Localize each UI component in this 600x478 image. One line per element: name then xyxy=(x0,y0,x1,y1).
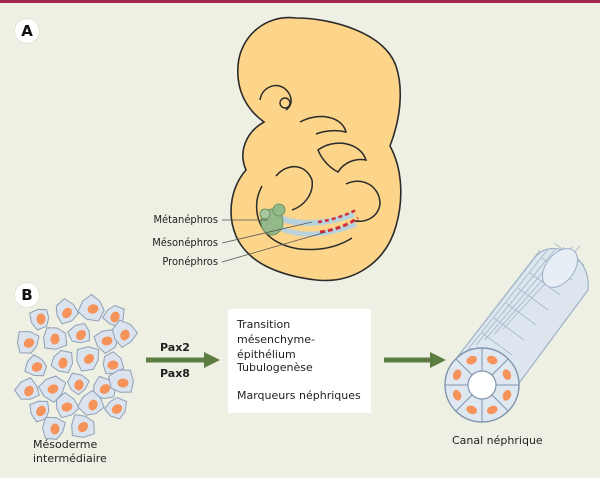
heart-bulge xyxy=(317,142,368,173)
cell-nucleus xyxy=(58,357,68,369)
cell-nucleus xyxy=(62,307,72,319)
cell-nucleus xyxy=(78,421,88,433)
pax-arrow xyxy=(146,352,220,368)
step-tubulogenesis: Tubulogenèse xyxy=(237,361,313,374)
leader-mesonephros xyxy=(221,221,313,244)
tube-cross-section-cells xyxy=(445,348,519,422)
tissue-caption-line2: intermédiaire xyxy=(33,452,107,465)
metanephros-bud-2 xyxy=(259,208,271,220)
cell-nucleus xyxy=(88,399,98,411)
cell-nucleus xyxy=(110,311,120,323)
cell-nucleus xyxy=(87,304,99,314)
cell-nucleus xyxy=(74,379,84,391)
cell-nucleus xyxy=(24,385,34,397)
tube-longitudinal-line xyxy=(466,248,549,351)
tube-longitudinal-line xyxy=(475,247,557,346)
cross-section-cell-border xyxy=(491,394,509,412)
mesonephros-red-dashes xyxy=(317,208,357,224)
cell-nucleus xyxy=(107,360,119,370)
cell-nucleus xyxy=(36,313,46,325)
nephric-tube xyxy=(444,242,589,423)
tube-ring-line xyxy=(505,302,537,326)
tissue-caption-line1: Mésoderme xyxy=(33,438,98,451)
cell-nucleus xyxy=(99,384,111,394)
embryo-eye xyxy=(279,97,291,109)
step-nephric-markers: Marqueurs néphriques xyxy=(237,389,361,402)
cross-section-cell-border xyxy=(491,358,509,376)
cross-section-nucleus xyxy=(452,369,462,381)
cross-section-nucleus xyxy=(466,405,477,415)
panel-a-badge: A xyxy=(15,19,39,43)
tubulogenesis-arrow-head xyxy=(430,352,446,368)
cell-nucleus xyxy=(101,336,113,346)
cell-nucleus xyxy=(76,329,86,341)
cross-section-nucleus xyxy=(502,369,512,380)
tail-curve xyxy=(255,185,353,251)
cell-nucleus xyxy=(120,329,130,341)
tube-ring-line xyxy=(517,287,549,311)
leader-pronephros xyxy=(221,231,327,263)
step-transition-line2: mésenchyme-épithélium xyxy=(237,333,315,361)
embryo-body xyxy=(230,16,402,282)
cell-nucleus xyxy=(36,405,46,417)
cell-nucleus xyxy=(31,362,43,372)
tube-ring-line xyxy=(481,332,513,356)
cross-section-nucleus xyxy=(466,355,477,365)
cross-section-cell-border xyxy=(455,358,473,376)
cell-nucleus xyxy=(50,423,60,435)
cross-section-cell-border xyxy=(455,394,473,412)
cell-nucleus xyxy=(83,354,95,364)
cell-nucleus xyxy=(117,378,129,388)
cross-section-nucleus xyxy=(486,405,498,415)
tube-lumen xyxy=(467,370,497,400)
pronephros-red-dashes xyxy=(319,216,359,234)
cross-section-nucleus xyxy=(486,355,498,365)
tube-longitudinal-line xyxy=(457,249,541,357)
tube-ring-line xyxy=(493,317,525,341)
cell-nucleus xyxy=(111,404,123,414)
cell-nucleus xyxy=(50,333,60,345)
top-border-line xyxy=(0,0,600,3)
cell-nucleus xyxy=(61,402,73,412)
cross-section-nucleus xyxy=(502,390,512,401)
step-transition-line1: Transition xyxy=(237,318,291,331)
mesonephros-label: Mésonéphros xyxy=(152,236,218,249)
pharyngeal-arch-1 xyxy=(299,115,348,135)
limb-bud-upper xyxy=(275,166,313,211)
tube-caption: Canal néphrique xyxy=(452,434,543,447)
panel-b-badge: B xyxy=(15,283,39,307)
metanephros-bud-1 xyxy=(272,203,286,217)
cell-nucleus xyxy=(23,338,35,348)
process-steps-box: Transition mésenchyme-épithélium Tubulog… xyxy=(228,309,371,413)
pax-arrow-head xyxy=(204,352,220,368)
tube-far-end xyxy=(542,248,578,288)
cross-section-nucleus xyxy=(452,389,462,401)
gene-label-pax2: Pax2 xyxy=(160,341,190,354)
tubulogenesis-arrow xyxy=(384,352,446,368)
mesenchyme-cell-cluster xyxy=(13,293,139,440)
pronephros-label: Pronéphros xyxy=(162,255,218,268)
embryo-illustration xyxy=(221,16,402,282)
cell-nucleus xyxy=(47,384,59,394)
metanephros-label: Métanéphros xyxy=(153,213,218,226)
gene-label-pax8: Pax8 xyxy=(160,367,190,380)
